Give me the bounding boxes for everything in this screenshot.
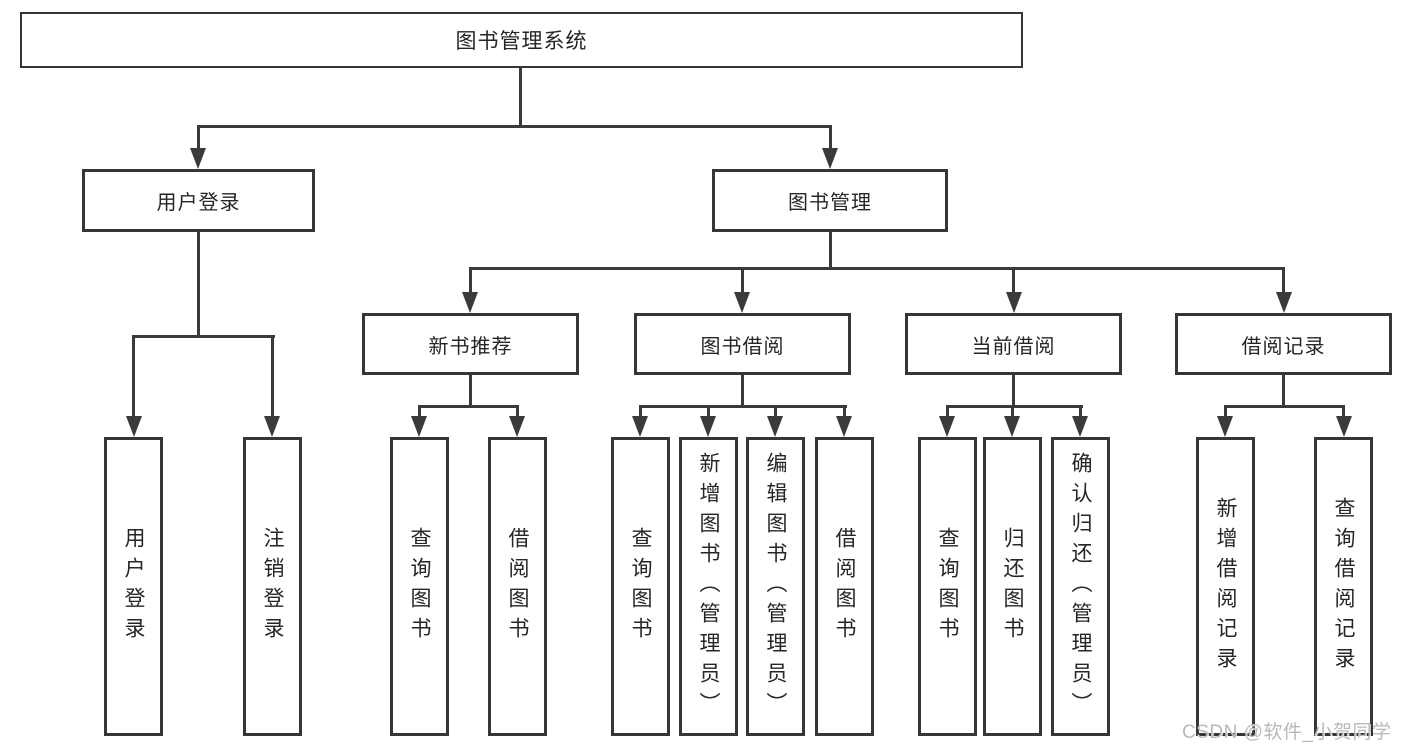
node-current-borrow: 当前借阅 bbox=[905, 313, 1122, 375]
connector-root-drop-left bbox=[197, 125, 200, 151]
arrow-to-leaf-add-book bbox=[700, 416, 716, 437]
arrow-to-leaf-query-books-1 bbox=[411, 416, 427, 437]
arrow-to-leaf-borrow-books-2 bbox=[836, 416, 852, 437]
connector-currentborrow-drop-1 bbox=[946, 405, 949, 419]
connector-bookmgmt-drop-3 bbox=[1012, 267, 1015, 295]
connector-userlogin-hline bbox=[132, 335, 275, 338]
connector-root-hline bbox=[197, 125, 832, 128]
connector-root-stub bbox=[519, 67, 522, 128]
node-current-borrow-label: 当前借阅 bbox=[971, 335, 1056, 358]
arrow-to-book-borrow bbox=[734, 292, 750, 313]
connector-bookborrow-drop-4 bbox=[843, 405, 846, 419]
node-root: 图书管理系统 bbox=[20, 12, 1023, 68]
leaf-confirm-return-admin-label: 确认归还（管理员） bbox=[1069, 451, 1092, 722]
connector-borrowrecord-hline bbox=[1224, 405, 1345, 408]
leaf-confirm-return-admin: 确认归还（管理员） bbox=[1051, 437, 1110, 736]
connector-userlogin-stub bbox=[197, 232, 200, 338]
leaf-query-books-3-label: 查询图书 bbox=[936, 526, 959, 647]
connector-bookborrow-drop-3 bbox=[774, 405, 777, 419]
node-book-management: 图书管理 bbox=[712, 169, 948, 232]
connector-userlogin-drop-2 bbox=[271, 335, 274, 419]
node-new-book-recommend: 新书推荐 bbox=[362, 313, 579, 375]
leaf-add-book-admin: 新增图书（管理员） bbox=[679, 437, 738, 736]
leaf-return-book-label: 归还图书 bbox=[1001, 526, 1024, 647]
leaf-edit-book-admin-label: 编辑图书（管理员） bbox=[764, 451, 787, 722]
connector-root-drop-right bbox=[829, 125, 832, 151]
leaf-return-book: 归还图书 bbox=[983, 437, 1042, 736]
connector-bookborrow-drop-2 bbox=[707, 405, 710, 419]
arrow-to-leaf-user-login bbox=[126, 416, 142, 437]
node-book-management-label: 图书管理 bbox=[788, 192, 872, 214]
arrow-to-leaf-return-book bbox=[1004, 416, 1020, 437]
leaf-borrow-books-1: 借阅图书 bbox=[488, 437, 547, 736]
leaf-query-books-3: 查询图书 bbox=[918, 437, 977, 736]
leaf-user-login-label: 用户登录 bbox=[122, 526, 145, 647]
arrow-to-borrow-records bbox=[1276, 292, 1292, 313]
leaf-query-books-2: 查询图书 bbox=[611, 437, 670, 736]
connector-currentborrow-stub bbox=[1012, 375, 1015, 408]
connector-borrowrecord-drop-2 bbox=[1342, 405, 1345, 419]
arrow-to-new-book-recommend bbox=[462, 292, 478, 313]
arrow-to-leaf-add-borrow-record bbox=[1217, 416, 1233, 437]
connector-bookmgmt-hline bbox=[469, 267, 1285, 270]
arrow-to-leaf-confirm-return bbox=[1072, 416, 1088, 437]
leaf-add-book-admin-label: 新增图书（管理员） bbox=[697, 451, 720, 722]
node-user-login-label: 用户登录 bbox=[156, 192, 241, 214]
csdn-watermark: CSDN @软件_小贺同学 bbox=[1182, 722, 1392, 743]
connector-bookmgmt-drop-2 bbox=[741, 267, 744, 295]
node-borrow-records: 借阅记录 bbox=[1175, 313, 1392, 375]
connector-bookborrow-stub bbox=[741, 375, 744, 408]
connector-currentborrow-hline bbox=[946, 405, 1083, 408]
arrow-to-leaf-query-borrow-record bbox=[1336, 416, 1352, 437]
connector-bookmgmt-drop-4 bbox=[1282, 267, 1285, 295]
leaf-user-login: 用户登录 bbox=[104, 437, 163, 736]
arrow-to-leaf-borrow-books-1 bbox=[509, 416, 525, 437]
connector-borrowrecord-drop-1 bbox=[1224, 405, 1227, 419]
node-book-borrow: 图书借阅 bbox=[634, 313, 851, 375]
connector-bookmgmt-drop-1 bbox=[469, 267, 472, 295]
node-new-book-recommend-label: 新书推荐 bbox=[428, 335, 513, 358]
arrow-to-book-management bbox=[822, 148, 838, 169]
leaf-query-books-1: 查询图书 bbox=[390, 437, 449, 736]
node-borrow-records-label: 借阅记录 bbox=[1241, 335, 1326, 358]
leaf-query-borrow-record: 查询借阅记录 bbox=[1314, 437, 1373, 736]
leaf-borrow-books-2-label: 借阅图书 bbox=[833, 526, 856, 647]
leaf-borrow-books-1-label: 借阅图书 bbox=[506, 526, 529, 647]
connector-newbook-drop-2 bbox=[516, 405, 519, 419]
leaf-borrow-books-2: 借阅图书 bbox=[815, 437, 874, 736]
arrow-to-leaf-query-books-2 bbox=[632, 416, 648, 437]
leaf-query-books-1-label: 查询图书 bbox=[408, 526, 431, 647]
arrow-to-current-borrow bbox=[1006, 292, 1022, 313]
connector-newbook-drop-1 bbox=[418, 405, 421, 419]
connector-currentborrow-drop-2 bbox=[1011, 405, 1014, 419]
leaf-logout: 注销登录 bbox=[243, 437, 302, 736]
leaf-query-books-2-label: 查询图书 bbox=[629, 526, 652, 647]
leaf-add-borrow-record-label: 新增借阅记录 bbox=[1214, 496, 1237, 677]
connector-userlogin-drop-1 bbox=[132, 335, 135, 419]
connector-borrowrecord-stub bbox=[1282, 375, 1285, 408]
arrow-to-user-login bbox=[190, 148, 206, 169]
leaf-edit-book-admin: 编辑图书（管理员） bbox=[746, 437, 805, 736]
arrow-to-leaf-logout bbox=[264, 416, 280, 437]
connector-newbook-hline bbox=[418, 405, 519, 408]
node-root-label: 图书管理系统 bbox=[455, 30, 588, 53]
node-book-borrow-label: 图书借阅 bbox=[700, 335, 785, 358]
connector-newbook-stub bbox=[469, 375, 472, 408]
leaf-logout-label: 注销登录 bbox=[261, 526, 284, 647]
leaf-query-borrow-record-label: 查询借阅记录 bbox=[1332, 496, 1355, 677]
arrow-to-leaf-edit-book bbox=[767, 416, 783, 437]
connector-bookmgmt-stub bbox=[829, 232, 832, 270]
connector-bookborrow-hline bbox=[639, 405, 847, 408]
arrow-to-leaf-query-books-3 bbox=[939, 416, 955, 437]
leaf-add-borrow-record: 新增借阅记录 bbox=[1196, 437, 1255, 736]
node-user-login: 用户登录 bbox=[82, 169, 315, 232]
connector-bookborrow-drop-1 bbox=[639, 405, 642, 419]
connector-currentborrow-drop-3 bbox=[1079, 405, 1082, 419]
